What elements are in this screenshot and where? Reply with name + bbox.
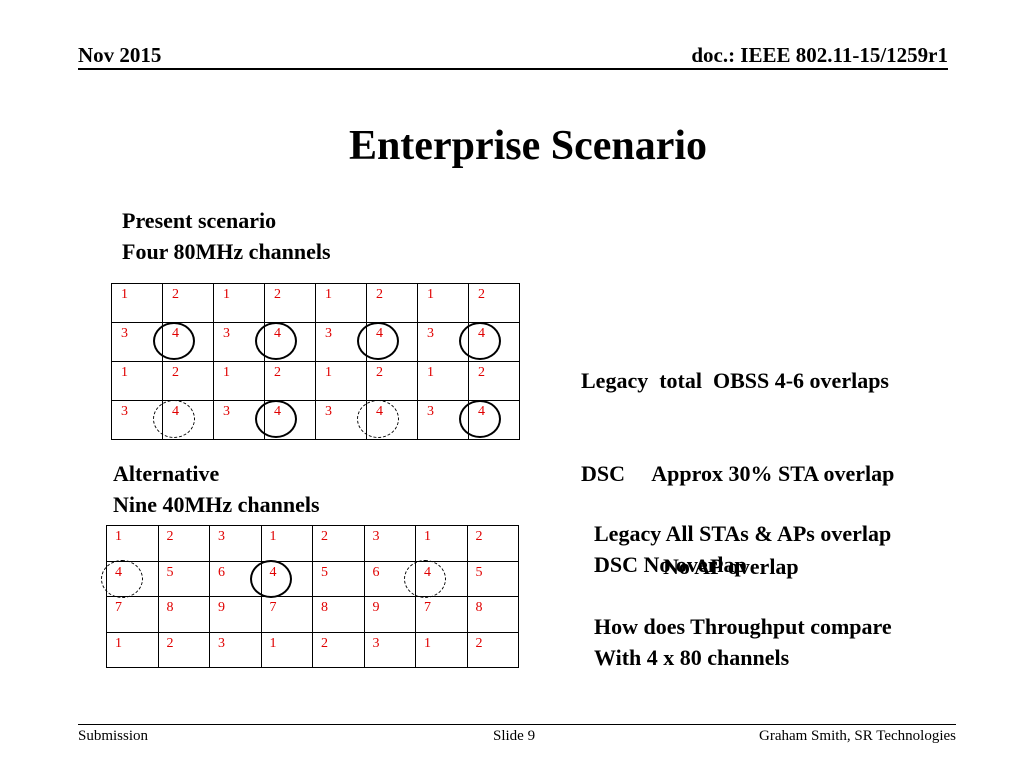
present-note-dsc: DSC Approx 30% STA overlap <box>581 461 895 486</box>
grid-cell: 7 <box>415 596 468 633</box>
overlap-circle-dashed <box>101 559 143 598</box>
alternative-heading-line2: Nine 40MHz channels <box>113 492 320 517</box>
grid-cell: 4 <box>249 559 313 598</box>
footer-slide-number: Slide 9 <box>493 728 536 744</box>
footer-divider <box>78 724 956 725</box>
present-note-ap: No AP overlap <box>663 554 799 579</box>
grid-cell: 4 <box>255 322 316 362</box>
grid-cell: 3 <box>209 631 262 668</box>
grid-cell: 1 <box>213 283 265 323</box>
grid-cell: 1 <box>260 631 313 668</box>
grid-cell: 6 <box>363 560 416 597</box>
present-notes: Legacy total OBSS 4-6 overlaps DSC Appro… <box>581 303 894 613</box>
header-doc-id: doc.: IEEE 802.11-15/1259r1 <box>691 43 948 67</box>
present-heading: Present scenario Four 80MHz channels <box>122 205 331 267</box>
alternative-heading: Alternative Nine 40MHz channels <box>113 458 320 520</box>
grid-cell: 2 <box>162 361 214 401</box>
grid-cell: 9 <box>363 596 416 633</box>
footer-submission: Submission <box>78 728 149 744</box>
header-date: Nov 2015 <box>78 43 162 67</box>
grid-cell: 2 <box>264 283 316 323</box>
present-note-legacy: Legacy total OBSS 4-6 overlaps <box>581 368 889 393</box>
grid-cell: 3 <box>417 322 469 362</box>
alternative-notes: Legacy All STAs & APs overlap DSC No ove… <box>594 518 892 673</box>
grid-cell: 1 <box>213 361 265 401</box>
slide-title: Enterprise Scenario <box>348 123 708 169</box>
table-row: 1 2 3 1 2 3 1 2 <box>106 631 519 668</box>
grid-cell: 9 <box>209 596 262 633</box>
grid-cell: 7 <box>260 596 313 633</box>
grid-cell: 8 <box>312 596 365 633</box>
grid-cell: 2 <box>312 631 365 668</box>
grid-cell: 4 <box>153 322 214 362</box>
grid-cell: 2 <box>162 283 214 323</box>
grid-cell: 3 <box>363 631 416 668</box>
grid-cell: 4 <box>459 322 520 362</box>
grid-cell: 2 <box>468 361 520 401</box>
grid-cell: 3 <box>363 525 416 562</box>
grid-cell: 1 <box>415 525 468 562</box>
present-channel-grid: 1 2 1 2 1 2 1 2 3 4 3 4 3 4 3 4 1 2 1 2 … <box>111 283 520 440</box>
grid-cell: 8 <box>466 596 519 633</box>
alternative-heading-line1: Alternative <box>113 461 220 486</box>
grid-cell: 1 <box>415 631 468 668</box>
grid-cell: 4 <box>153 400 214 440</box>
grid-cell: 1 <box>111 283 163 323</box>
grid-cell: 1 <box>106 631 159 668</box>
grid-cell: 3 <box>111 400 163 440</box>
grid-cell: 2 <box>264 361 316 401</box>
grid-cell: 2 <box>366 283 418 323</box>
grid-cell: 5 <box>466 560 519 597</box>
grid-cell: 1 <box>417 361 469 401</box>
grid-cell: 4 <box>357 322 418 362</box>
table-row: 7 8 9 7 8 9 7 8 <box>106 596 519 633</box>
table-row: 1 2 1 2 1 2 1 2 <box>111 283 520 323</box>
grid-cell: 3 <box>213 400 265 440</box>
grid-cell: 4 <box>255 400 316 440</box>
grid-cell: 2 <box>366 361 418 401</box>
grid-cell: 3 <box>315 400 367 440</box>
grid-cell: 2 <box>468 283 520 323</box>
alternative-note-question-2: With 4 x 80 channels <box>594 645 790 670</box>
spacer <box>594 580 892 611</box>
grid-cell: 1 <box>111 361 163 401</box>
alternative-channel-grid: 1 2 3 1 2 3 1 2 4 5 6 4 5 6 4 5 7 8 9 7 … <box>101 525 519 668</box>
grid-cell: 4 <box>357 400 418 440</box>
grid-cell: 5 <box>312 560 365 597</box>
grid-cell: 1 <box>417 283 469 323</box>
grid-cell: 8 <box>157 596 210 633</box>
alternative-note-dsc: DSC No overlap <box>594 552 747 577</box>
grid-cell: 6 <box>209 560 262 597</box>
grid-cell: 1 <box>315 283 367 323</box>
alternative-note-question: How does Throughput compare <box>594 614 892 639</box>
grid-cell: 4 <box>459 400 520 440</box>
grid-cell: 2 <box>466 525 519 562</box>
grid-cell: 4 <box>404 559 468 598</box>
grid-cell: 2 <box>312 525 365 562</box>
grid-cell: 1 <box>106 525 159 562</box>
grid-cell: 1 <box>315 361 367 401</box>
grid-cell: 4 <box>101 559 159 598</box>
table-row: 3 4 3 4 3 4 3 4 <box>111 322 520 362</box>
grid-cell: 3 <box>111 322 163 362</box>
present-heading-line1: Present scenario <box>122 208 277 233</box>
grid-cell: 2 <box>466 631 519 668</box>
grid-cell: 2 <box>157 631 210 668</box>
grid-cell: 3 <box>315 322 367 362</box>
grid-cell: 7 <box>106 596 159 633</box>
table-row: 1 2 1 2 1 2 1 2 <box>111 361 520 401</box>
footer-author: Graham Smith, SR Technologies <box>759 728 956 744</box>
table-row: 4 5 6 4 5 6 4 5 <box>101 559 519 598</box>
header-divider <box>78 68 948 70</box>
table-row: 3 4 3 4 3 4 3 4 <box>111 400 520 440</box>
grid-cell: 3 <box>209 525 262 562</box>
grid-cell: 5 <box>157 560 210 597</box>
present-heading-line2: Four 80MHz channels <box>122 239 331 264</box>
grid-cell: 2 <box>157 525 210 562</box>
table-row: 1 2 3 1 2 3 1 2 <box>106 525 519 562</box>
grid-cell: 3 <box>417 400 469 440</box>
grid-cell: 1 <box>260 525 313 562</box>
alternative-note-legacy: Legacy All STAs & APs overlap <box>594 521 892 546</box>
grid-cell: 3 <box>213 322 265 362</box>
